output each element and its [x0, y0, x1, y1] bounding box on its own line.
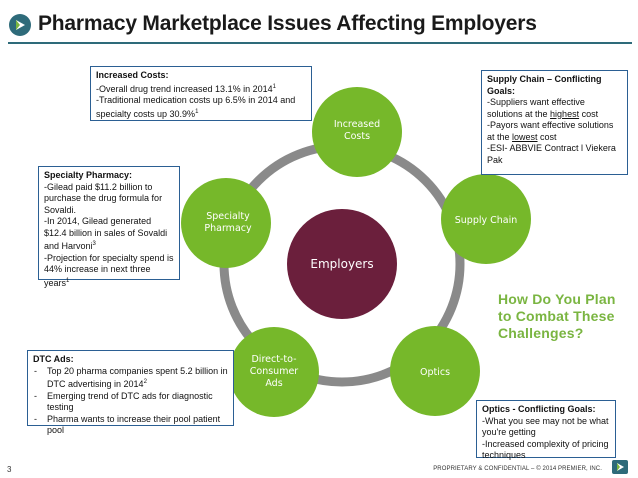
- premier-logo-icon: [9, 14, 31, 36]
- callout-optics: Optics - Conflicting Goals: -What you se…: [476, 400, 616, 460]
- emphasis-text: lowest: [512, 131, 538, 142]
- callout-heading: Specialty Pharmacy:: [44, 170, 133, 180]
- footer-copyright: PROPRIETARY & CONFIDENTIAL – © 2014 PREM…: [433, 466, 602, 472]
- node-label-increased-costs-2: Costs: [344, 131, 370, 142]
- callout-specialty-pharmacy: Specialty Pharmacy: -Gilead paid $11.2 b…: [38, 166, 180, 288]
- callout-heading: Increased Costs:: [96, 70, 169, 80]
- page-number: 3: [7, 465, 12, 474]
- callout-heading: Optics - Conflicting Goals:: [482, 404, 596, 414]
- node-label-dtc-ads-3: Ads: [265, 378, 282, 389]
- node-dtc-ads: [229, 327, 319, 417]
- callout-line: -Projection for specialty spend is 44% i…: [44, 253, 174, 290]
- callout-text: Top 20 pharma companies spent 5.2 billio…: [47, 365, 228, 390]
- callout-line: -Overall drug trend increased 13.1% in 2…: [96, 82, 306, 96]
- list-item: Emerging trend of DTC ads for diagnostic…: [34, 391, 228, 414]
- callout-text: -Suppliers want effective solutions at t…: [487, 97, 585, 119]
- node-label-supply-chain: Supply Chain: [455, 215, 518, 226]
- callout-line: -Payors want effective solutions at the …: [487, 120, 622, 143]
- cta-line-2: to Combat These: [498, 308, 615, 324]
- callout-text: -Traditional medication costs up 6.5% in…: [96, 95, 296, 119]
- callout-line: -What you see may not be what you're get…: [482, 415, 609, 438]
- callout-dtc-ads: DTC Ads: Top 20 pharma companies spent 5…: [27, 350, 234, 435]
- node-increased-costs: [312, 87, 402, 177]
- emphasis-text: highest: [550, 108, 580, 119]
- callout-text: -Payors want effective solutions at the: [487, 120, 614, 142]
- footnote-ref: 1: [195, 108, 199, 115]
- footnote-ref: 2: [143, 379, 147, 385]
- callout-text: cost: [579, 108, 599, 119]
- callout-text: -Projection for specialty spend is 44% i…: [44, 252, 174, 288]
- node-label-optics: Optics: [420, 367, 450, 378]
- footnote-ref: 1: [272, 83, 276, 90]
- callout-text: cost: [537, 131, 557, 142]
- node-optics: [390, 326, 480, 416]
- title-divider: [8, 42, 632, 44]
- callout-line: -Increased complexity of pricing techniq…: [482, 438, 609, 461]
- callout-supply-chain: Supply Chain – Conflicting Goals: -Suppl…: [481, 70, 628, 175]
- callout-increased-costs: Increased Costs: -Overall drug trend inc…: [90, 66, 312, 121]
- node-supply-chain: [441, 174, 531, 264]
- callout-heading: DTC Ads:: [33, 354, 74, 364]
- callout-line: -Gilead paid $11.2 billion to purchase t…: [44, 181, 163, 215]
- callout-text: -Overall drug trend increased 13.1% in 2…: [96, 83, 273, 94]
- call-to-action: How Do You Plan to Combat These Challeng…: [498, 291, 628, 342]
- footnote-ref: 1: [66, 277, 70, 284]
- node-label-dtc-ads-2: Consumer: [250, 366, 299, 377]
- node-employers: [287, 209, 397, 319]
- callout-line: -Suppliers want effective solutions at t…: [487, 97, 622, 120]
- callout-line: -In 2014, Gilead generated $12.4 billion…: [44, 216, 174, 253]
- cta-line-1: How Do You Plan: [498, 291, 616, 307]
- node-specialty-pharmacy: [181, 178, 271, 268]
- node-label-dtc-ads-1: Direct-to-: [251, 354, 296, 365]
- node-label-specialty-pharmacy-2: Pharmacy: [204, 223, 252, 234]
- list-item: Pharma wants to increase their pool pati…: [34, 414, 228, 437]
- callout-line: -Traditional medication costs up 6.5% in…: [96, 95, 306, 120]
- callout-heading: Supply Chain – Conflicting Goals:: [487, 74, 602, 96]
- callout-line: -ESI- ABBVIE Contract l Viekera Pak: [487, 143, 616, 165]
- footnote-ref: 3: [92, 241, 96, 247]
- callout-list: Top 20 pharma companies spent 5.2 billio…: [33, 366, 228, 437]
- callout-text: -In 2014, Gilead generated $12.4 billion…: [44, 216, 168, 251]
- premier-logo-icon: [612, 460, 628, 474]
- node-label-increased-costs-1: Increased: [334, 119, 380, 130]
- page-title: Pharmacy Marketplace Issues Affecting Em…: [38, 12, 537, 35]
- list-item: Top 20 pharma companies spent 5.2 billio…: [34, 365, 228, 391]
- node-label-specialty-pharmacy-1: Specialty: [206, 211, 250, 222]
- center-label-employers: Employers: [310, 257, 373, 271]
- cta-line-3: Challenges?: [498, 325, 584, 341]
